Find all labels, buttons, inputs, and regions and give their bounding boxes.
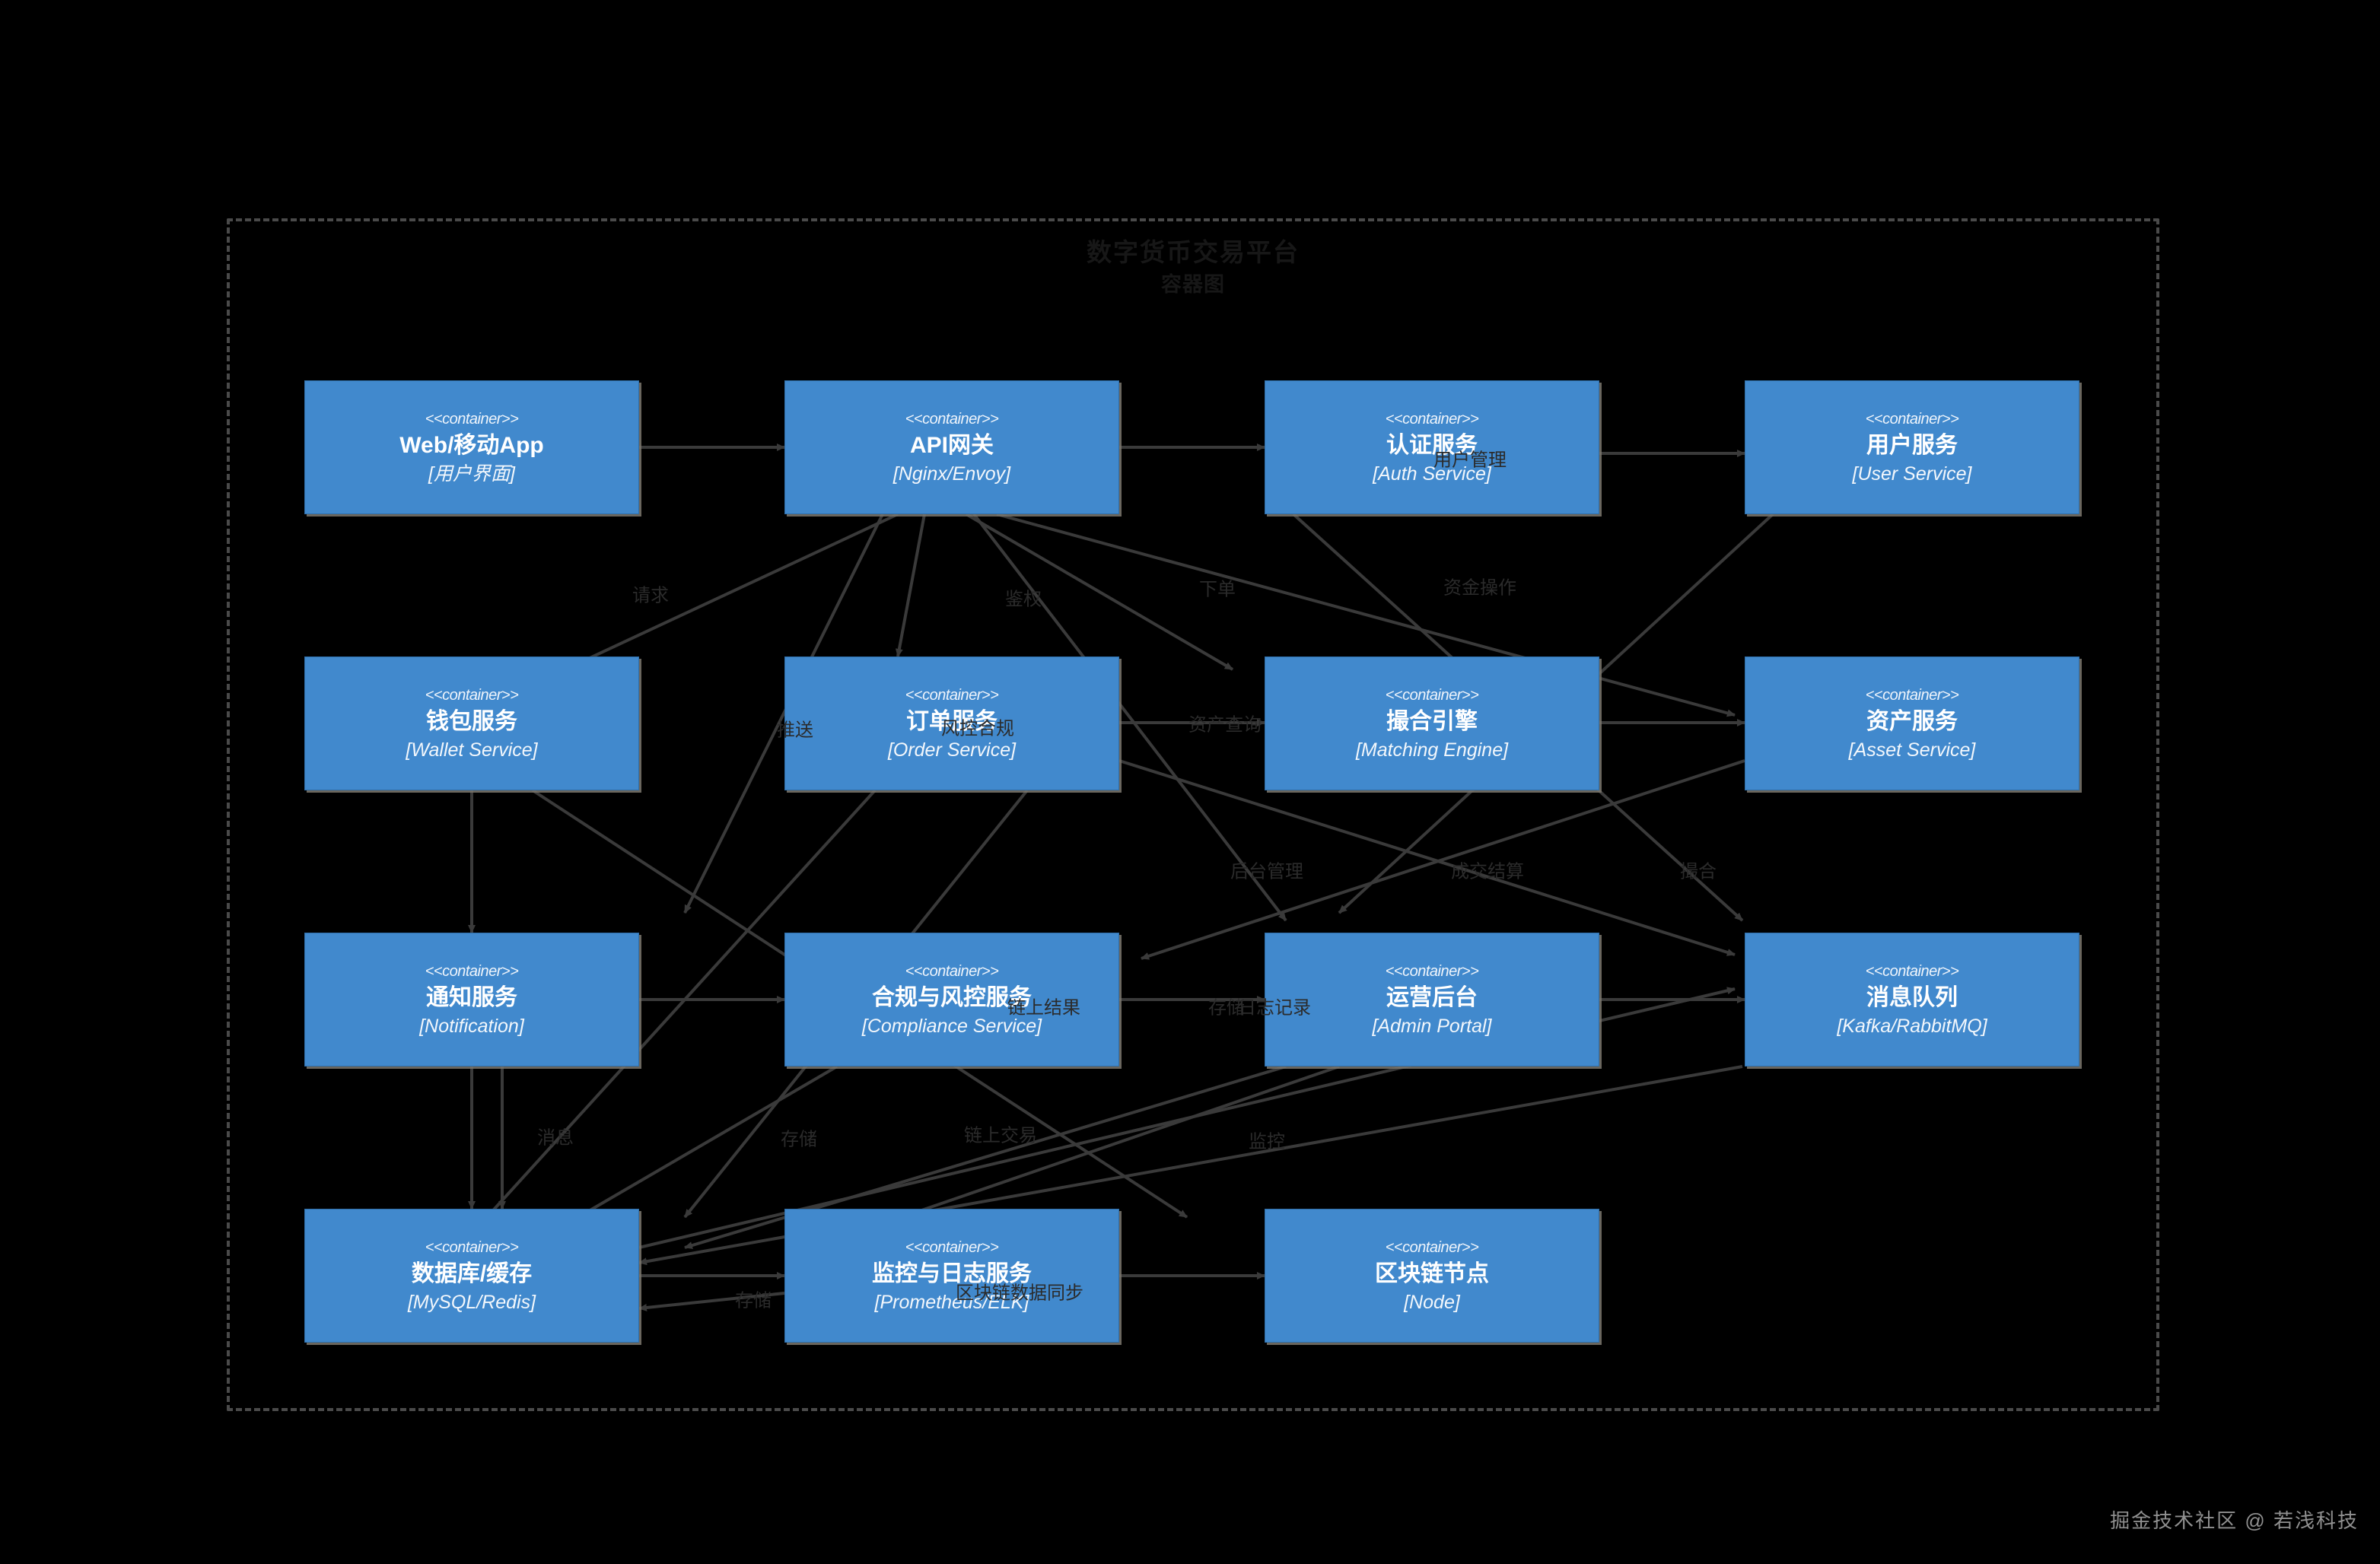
node-stereotype: <<container>> — [1385, 686, 1479, 704]
container-node-compliance[interactable]: <<container>> 合规与风控服务 [Compliance Service] — [784, 933, 1119, 1067]
diagram-subtitle: 容器图 — [1161, 273, 1225, 296]
node-tech: [用户界面] — [428, 463, 515, 485]
edge-label: 存储 — [735, 1290, 772, 1311]
edge-label: 链上交易 — [964, 1125, 1037, 1146]
edge-label: 日志记录 — [1238, 997, 1311, 1019]
edge-label: 下单 — [1199, 579, 1236, 600]
node-title: Web/移动App — [399, 432, 544, 458]
node-title: 资产服务 — [1866, 708, 1958, 734]
container-node-order[interactable]: <<container>> 订单服务 [Order Service] — [784, 656, 1119, 790]
container-node-db[interactable]: <<container>> 数据库/缓存 [MySQL/Redis] — [304, 1209, 639, 1343]
node-tech: [Auth Service] — [1373, 463, 1491, 485]
node-title: 认证服务 — [1386, 432, 1478, 458]
container-node-web[interactable]: <<container>> Web/移动App [用户界面] — [304, 380, 639, 514]
container-node-gateway[interactable]: <<container>> API网关 [Nginx/Envoy] — [784, 380, 1119, 514]
node-title: 数据库/缓存 — [411, 1260, 533, 1286]
node-title: 合规与风控服务 — [872, 984, 1032, 1010]
node-tech: [Nginx/Envoy] — [892, 463, 1011, 485]
node-tech: [Kafka/RabbitMQ] — [1837, 1015, 1987, 1037]
node-stereotype: <<container>> — [905, 410, 999, 428]
node-tech: [User Service] — [1852, 463, 1972, 485]
edge-label: 区块链数据同步 — [956, 1283, 1083, 1304]
node-title: 订单服务 — [906, 708, 998, 734]
node-tech: [Order Service] — [887, 739, 1017, 761]
edge-label: 请求 — [632, 585, 669, 606]
node-title: 监控与日志服务 — [872, 1260, 1032, 1286]
edge-label: 链上结果 — [1007, 997, 1080, 1019]
node-tech: [Admin Portal] — [1372, 1015, 1492, 1037]
container-node-user[interactable]: <<container>> 用户服务 [User Service] — [1745, 380, 2079, 514]
node-stereotype: <<container>> — [905, 962, 999, 980]
node-tech: [Notification] — [419, 1015, 524, 1037]
node-title: 钱包服务 — [426, 708, 517, 734]
edge-label: 资金操作 — [1443, 577, 1516, 599]
container-node-wallet[interactable]: <<container>> 钱包服务 [Wallet Service] — [304, 656, 639, 790]
edge-label: 成交结算 — [1451, 861, 1524, 882]
node-stereotype: <<container>> — [425, 410, 519, 428]
container-node-monitor[interactable]: <<container>> 监控与日志服务 [Prometheus/ELK] — [784, 1209, 1119, 1343]
node-title: 用户服务 — [1866, 432, 1958, 458]
edge-label: 撮合 — [1680, 861, 1717, 882]
edge-group — [468, 443, 1774, 1311]
node-tech: [Prometheus/ELK] — [874, 1291, 1029, 1313]
node-stereotype: <<container>> — [905, 1238, 999, 1256]
node-stereotype: <<container>> — [425, 962, 519, 980]
node-stereotype: <<container>> — [1865, 962, 1959, 980]
container-node-mq[interactable]: <<container>> 消息队列 [Kafka/RabbitMQ] — [1745, 933, 2079, 1067]
node-title: 通知服务 — [426, 984, 517, 1010]
watermark: 掘金技术社区 @ 若浅科技 — [2110, 1509, 2359, 1532]
edge-label: 存储 — [1208, 997, 1245, 1019]
edge-label: 资产查询 — [1188, 714, 1262, 736]
node-title: 运营后台 — [1386, 984, 1478, 1010]
node-stereotype: <<container>> — [1865, 410, 1959, 428]
diagram-title: 数字货币交易平台 — [1087, 238, 1300, 266]
node-tech: [MySQL/Redis] — [407, 1291, 536, 1313]
node-tech: [Compliance Service] — [861, 1015, 1042, 1037]
node-stereotype: <<container>> — [425, 1238, 519, 1256]
node-tech: [Node] — [1404, 1291, 1460, 1313]
node-tech: [Matching Engine] — [1355, 739, 1509, 761]
edge-label: 风控合规 — [941, 718, 1014, 739]
edge-label: 消息 — [537, 1127, 574, 1149]
node-tech: [Asset Service] — [1848, 739, 1976, 761]
node-title: 消息队列 — [1866, 984, 1958, 1010]
container-node-matching[interactable]: <<container>> 撮合引擎 [Matching Engine] — [1265, 656, 1599, 790]
edge-label: 后台管理 — [1230, 861, 1303, 882]
container-node-auth[interactable]: <<container>> 认证服务 [Auth Service] — [1265, 380, 1599, 514]
node-title: 区块链节点 — [1375, 1260, 1489, 1286]
node-stereotype: <<container>> — [905, 686, 999, 704]
node-stereotype: <<container>> — [1865, 686, 1959, 704]
node-stereotype: <<container>> — [425, 686, 519, 704]
container-node-admin[interactable]: <<container>> 运营后台 [Admin Portal] — [1265, 933, 1599, 1067]
node-stereotype: <<container>> — [1385, 1238, 1479, 1256]
container-node-notify[interactable]: <<container>> 通知服务 [Notification] — [304, 933, 639, 1067]
edge-label: 用户管理 — [1433, 450, 1507, 471]
node-stereotype: <<container>> — [1385, 962, 1479, 980]
edge-label: 推送 — [777, 720, 813, 741]
node-title: API网关 — [909, 432, 994, 458]
container-node-chain[interactable]: <<container>> 区块链节点 [Node] — [1265, 1209, 1599, 1343]
node-tech: [Wallet Service] — [406, 739, 538, 761]
edge-label: 鉴权 — [1005, 589, 1042, 610]
node-stereotype: <<container>> — [1385, 410, 1479, 428]
system-boundary — [227, 218, 2159, 1411]
edge-label: 监控 — [1249, 1131, 1285, 1152]
node-title: 撮合引擎 — [1386, 708, 1478, 734]
container-node-asset[interactable]: <<container>> 资产服务 [Asset Service] — [1745, 656, 2079, 790]
edge-label: 存储 — [781, 1129, 817, 1150]
